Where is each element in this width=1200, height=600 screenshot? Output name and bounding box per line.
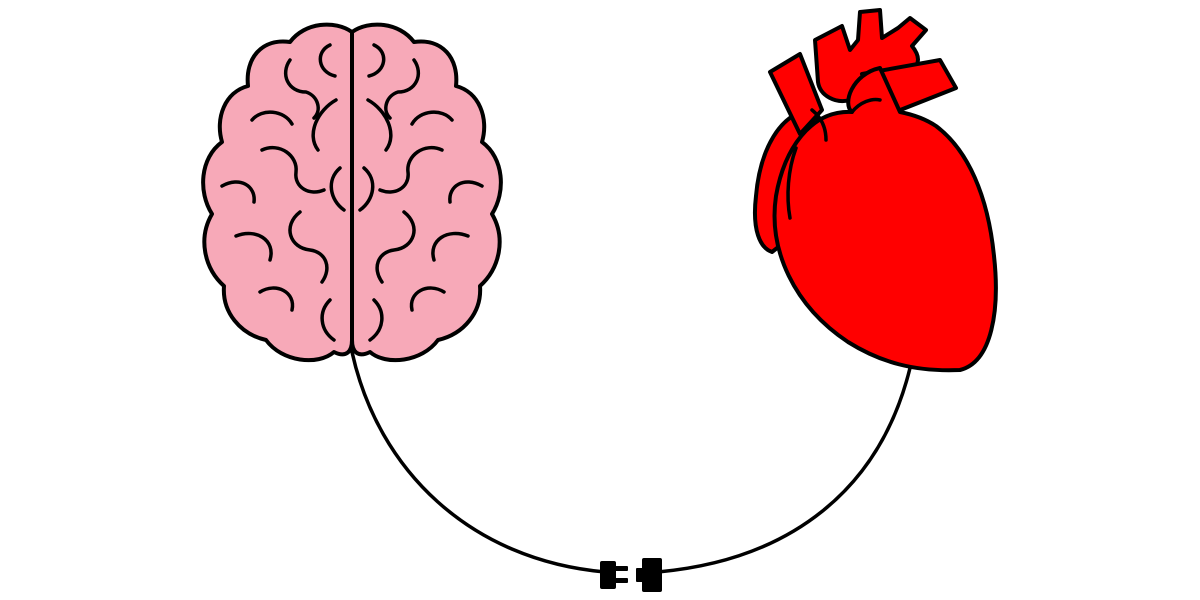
brain-icon (201, 22, 503, 363)
brain-left-folds (220, 43, 346, 342)
brain-right-hemisphere (350, 22, 503, 363)
power-cable-icon (350, 350, 912, 574)
plug-male-icon (600, 561, 628, 589)
heart-icon (753, 8, 998, 373)
heart-contours (786, 97, 882, 220)
brain-left-hemisphere (201, 22, 354, 363)
brain-right-folds (358, 43, 484, 342)
plug-connector-icon (600, 558, 662, 592)
heart-vessel-left (768, 52, 824, 136)
cable-right-segment (656, 366, 912, 574)
cable-left-segment (350, 350, 607, 574)
plug-female-icon (636, 558, 662, 592)
heart-ventricle (772, 66, 998, 373)
